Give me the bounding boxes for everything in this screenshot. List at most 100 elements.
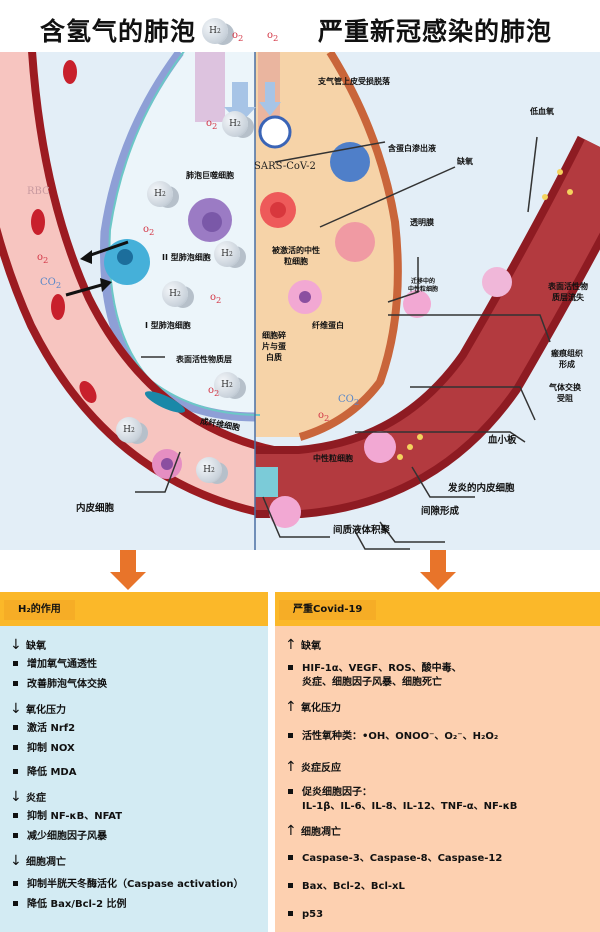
h2-effects-panel: H₂的作用 ↓ 缺氧增加氧气通透性改善肺泡气体交换 ↓氧化压力激活 Nrf2 抑制 N…: [0, 592, 268, 932]
label-fibrin: 纤维蛋白: [312, 321, 344, 330]
item-text: HIF-1α、VEGF、ROS、酸中毒、: [302, 663, 462, 674]
bullet-icon: [288, 883, 293, 888]
arrow-up-icon: ↑: [285, 823, 297, 839]
item-text: 降低 MDA: [27, 767, 77, 778]
list-heading: ↑炎症反应: [285, 760, 341, 776]
protein-exudate: [330, 142, 370, 182]
o2-label: o2: [143, 224, 155, 237]
red-blood-cell: [31, 209, 45, 235]
item-text: 抑制半胱天冬酶活化（Caspase activation）: [27, 879, 244, 890]
item-text: p53: [302, 909, 324, 920]
transmigrating-neutrophil: [364, 431, 396, 463]
label-activated-neutrophil: 被激活的中性粒细胞: [272, 246, 320, 266]
list-item: 增加氧气通透性: [10, 658, 97, 672]
o2-label: o2: [210, 292, 222, 305]
healthy-alveolus: [104, 52, 255, 417]
arrow-down-icon: [420, 550, 456, 590]
bullet-icon: [13, 725, 18, 730]
label-migrating-neutrophil: 迁移中的中性粒细胞: [408, 278, 439, 294]
arrow-up-icon: ↑: [285, 699, 297, 715]
bullet-icon: [13, 661, 18, 666]
item-text: Bax、Bcl-2、Bcl-xL: [302, 881, 405, 892]
interstitial-fluid-block: [255, 467, 278, 497]
neutrophil-nucleus: [299, 291, 311, 303]
list-item: Bax、Bcl-2、Bcl-xL: [285, 880, 405, 894]
list-item: 减少细胞因子风暴: [10, 830, 107, 844]
label-debris: 细胞碎片与蛋白质: [262, 331, 286, 362]
list-item: HIF-1α、VEGF、ROS、酸中毒、炎症、细胞因子风暴、细胞死亡: [285, 662, 462, 690]
item-text: 增加氧气通透性: [27, 659, 97, 670]
migrating-neutrophil-cell: [403, 290, 431, 318]
label-type2-cell: II 型肺泡细胞: [162, 253, 211, 262]
bullet-icon: [288, 789, 293, 794]
list-heading: ↓ 缺氧: [10, 638, 46, 654]
red-blood-cell: [63, 60, 77, 84]
bullet-icon: [288, 665, 293, 670]
item-text: 炎症: [26, 793, 46, 804]
virus-particle: [258, 115, 292, 149]
bullet-icon: [288, 911, 293, 916]
activated-neutrophil-cell: [335, 222, 375, 262]
right-title: 严重新冠感染的肺泡: [318, 17, 553, 46]
item-text: Caspase-3、Caspase-8、Caspase-12: [302, 853, 503, 864]
vessel-neutrophil-lower: [269, 496, 301, 528]
o2-arrow-head: [80, 250, 92, 264]
macrophage-nucleus: [202, 212, 222, 232]
bullet-icon: [13, 833, 18, 838]
list-heading: ↓氧化压力: [10, 702, 66, 718]
list-item: 激活 Nrf2: [10, 722, 75, 736]
list-heading: ↓炎症: [10, 790, 46, 806]
rbc-label: RBC: [27, 186, 50, 197]
item-text: 细胞凋亡: [26, 857, 66, 868]
list-item: p53: [285, 908, 323, 922]
co2-label: CO2: [40, 277, 62, 290]
right-vessel-lumen: [255, 139, 600, 510]
label-platelet: 血小板: [488, 435, 517, 446]
bullet-icon: [13, 881, 18, 886]
platelets: [397, 169, 573, 460]
item-text: 抑制 NF-κB、NFAT: [27, 811, 123, 822]
list-item: 降低 MDA: [10, 766, 76, 780]
item-text: 活性氧种类：•OH、ONOO⁻、O₂⁻、H₂O₂: [302, 731, 499, 742]
label-scar-tissue: 瘢痕组织形成: [551, 349, 583, 369]
list-heading: ↑氧化压力: [285, 700, 341, 716]
label-surfactant-layer: 表面活性物质层: [176, 355, 232, 364]
fibroblast-cell: [144, 391, 186, 413]
item-text: 抑制 NOX: [27, 743, 75, 754]
list-item: 抑制 NF-κB、NFAT: [10, 810, 122, 824]
label-macrophage: 肺泡巨噬细胞: [186, 171, 234, 180]
item-text: 改善肺泡气体交换: [27, 679, 107, 690]
bullet-icon: [13, 681, 18, 686]
bullet-icon: [288, 855, 293, 860]
o2-arrow: [84, 240, 129, 259]
arrow-up-icon: ↑: [285, 637, 297, 653]
bullet-icon: [13, 813, 18, 818]
panel-header: H₂的作用: [0, 592, 268, 626]
bullet-icon: [288, 733, 293, 738]
item-text: 缺氧: [26, 641, 46, 652]
o2-label: o2: [206, 118, 218, 131]
item-text: 炎症反应: [301, 763, 341, 774]
item-text: 氧化压力: [26, 705, 66, 716]
arrow-down-icon: ↓: [10, 637, 22, 653]
list-item: 促炎细胞因子：IL-1β、IL-6、IL-8、IL-12、TNF-α、NF-κB: [285, 786, 517, 814]
list-item: Caspase-3、Caspase-8、Caspase-12: [285, 852, 502, 866]
panel-header: 严重Covid-19: [275, 592, 600, 626]
orange-arrow-left: [110, 550, 146, 590]
item-text: 激活 Nrf2: [27, 723, 76, 734]
vessel-neutrophil: [482, 267, 512, 297]
label-epithelium-shedding: 支气管上皮受损脱落: [318, 77, 390, 86]
label-interstitial-fluid: 间质液体积聚: [333, 525, 391, 536]
hyaline-membrane-shape: [298, 49, 402, 441]
neutrophil-nucleus: [161, 458, 173, 470]
label-type1-cell: I 型肺泡细胞: [145, 321, 191, 330]
red-blood-cell: [79, 381, 97, 403]
list-heading: ↓细胞凋亡: [10, 854, 66, 870]
